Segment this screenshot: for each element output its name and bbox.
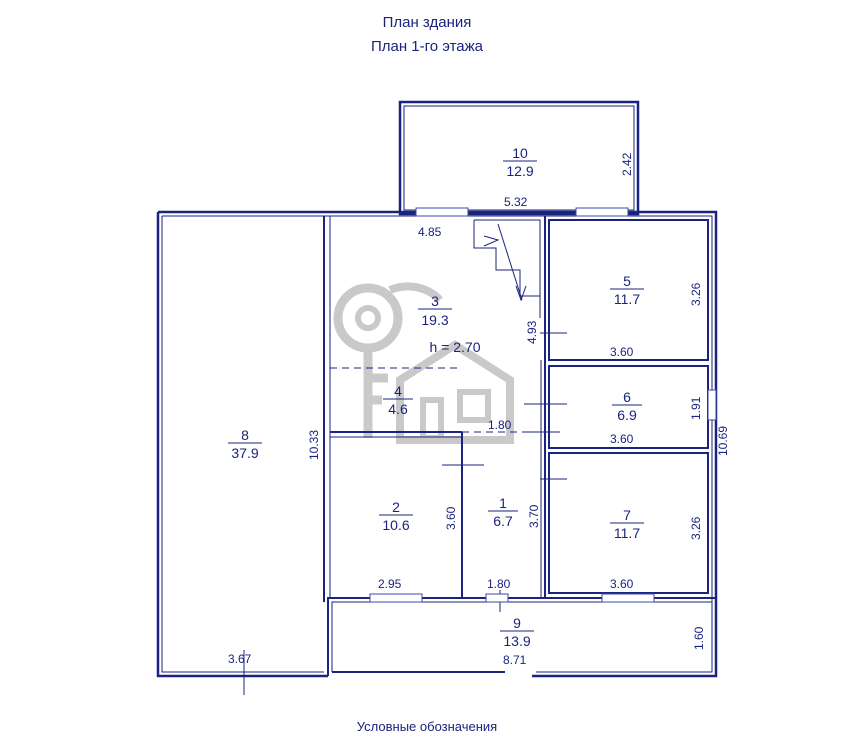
dim-3-60-room7: 3.60 [610,577,634,591]
room-1-area: 6.7 [493,513,513,529]
dim-10-33: 10.33 [307,430,321,460]
room-2-area: 10.6 [382,517,409,533]
dim-4-93: 4.93 [525,320,539,344]
legend-caption: Условные обозначения [356,719,498,734]
dim-3-67: 3.67 [228,652,252,666]
room-8-area: 37.9 [231,445,258,461]
room-4-number: 4 [394,383,402,399]
room-10-area: 12.9 [506,163,533,179]
dim-1-91: 1.91 [689,396,703,420]
room-labels: 10 12.9 3 19.3 h = 2.70 4 4.6 5 11.7 6 6… [228,145,644,649]
room-5-area: 11.7 [614,291,640,307]
room-7-area: 11.7 [614,525,640,541]
room-10-number: 10 [512,145,528,161]
dim-1-80-bottom: 1.80 [487,577,511,591]
dim-1-80-middle: 1.80 [488,418,512,432]
room-9-number: 9 [513,615,521,631]
room-8-number: 8 [241,427,249,443]
dim-3-60-room2: 3.60 [444,506,458,530]
page-subtitle: План 1-го этажа [370,38,484,55]
dim-3-26-bottom: 3.26 [689,516,703,540]
room-3-height: h = 2.70 [430,339,481,355]
room-3-area: 19.3 [421,312,448,328]
dim-3-26-top: 3.26 [689,282,703,306]
dim-3-70: 3.70 [527,504,541,528]
room-6-area: 6.9 [617,407,637,423]
dim-5-32: 5.32 [504,195,528,209]
dim-8-71: 8.71 [503,653,527,667]
room-2-number: 2 [392,499,400,515]
page-title: План здания [382,14,472,31]
dimension-labels: 5.32 2.42 4.85 4.93 3.26 3.60 1.91 3.60 … [228,152,730,667]
windows [369,207,717,603]
dim-3-60-room6: 3.60 [610,432,634,446]
room-1-number: 1 [499,495,507,511]
room-5-number: 5 [623,273,631,289]
room-9-area: 13.9 [503,633,530,649]
dim-2-42: 2.42 [620,152,634,176]
watermark-logo [333,282,514,444]
room-6-number: 6 [623,389,631,405]
dim-1-60: 1.60 [692,626,706,650]
room-7-number: 7 [623,507,631,523]
dim-10-69: 10.69 [716,426,730,456]
dim-2-95: 2.95 [378,577,402,591]
dim-3-60-room5: 3.60 [610,345,634,359]
dim-4-85: 4.85 [418,225,442,239]
room-3-number: 3 [431,293,439,309]
room-4-area: 4.6 [388,401,408,417]
